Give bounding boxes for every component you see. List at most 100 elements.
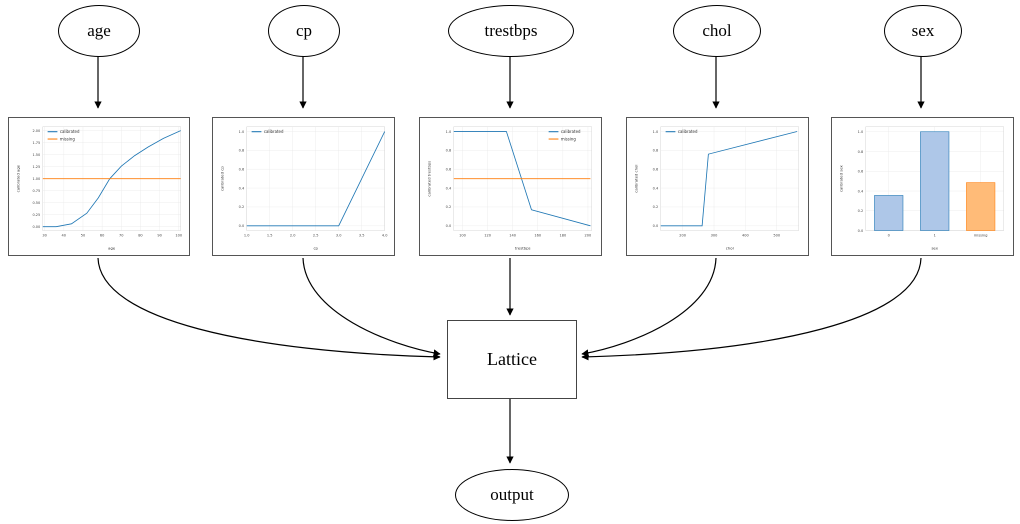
node-chol[interactable]: chol xyxy=(673,5,761,57)
node-trestbps-label: trestbps xyxy=(484,21,538,40)
svg-text:1.75: 1.75 xyxy=(32,141,40,145)
svg-text:200: 200 xyxy=(585,233,592,237)
svg-text:1.25: 1.25 xyxy=(32,165,40,169)
node-lattice[interactable]: Lattice xyxy=(447,320,577,399)
svg-text:70: 70 xyxy=(119,233,123,237)
svg-text:trestbps: trestbps xyxy=(515,246,531,251)
svg-text:1.0: 1.0 xyxy=(653,130,659,134)
legend-calibrated: calibrated xyxy=(264,129,284,134)
svg-text:1.0: 1.0 xyxy=(244,233,250,237)
svg-text:3.5: 3.5 xyxy=(359,233,365,237)
svg-text:calibrated sex: calibrated sex xyxy=(839,165,844,193)
svg-text:30: 30 xyxy=(42,233,46,237)
node-sex[interactable]: sex xyxy=(884,5,962,57)
svg-text:cp: cp xyxy=(313,246,318,251)
legend-calibrated: calibrated xyxy=(60,129,80,134)
bar-0 xyxy=(874,195,904,231)
svg-text:0.8: 0.8 xyxy=(446,149,452,153)
svg-text:4.0: 4.0 xyxy=(382,233,388,237)
chart-cp: 0.0 0.2 0.4 0.6 0.8 1.0 1.0 1.5 2.0 2.5 3.0 3.5 4.0 c… xyxy=(220,126,388,251)
svg-text:0.2: 0.2 xyxy=(446,205,452,209)
svg-text:100: 100 xyxy=(459,233,466,237)
edge-agechart-to-lattice xyxy=(97,257,441,361)
svg-text:1.0: 1.0 xyxy=(858,130,864,134)
svg-text:0.0: 0.0 xyxy=(653,224,659,228)
node-age[interactable]: age xyxy=(58,5,140,57)
svg-text:0: 0 xyxy=(888,233,890,237)
legend-calibrated: calibrated xyxy=(678,129,698,134)
svg-text:0.6: 0.6 xyxy=(446,168,452,172)
legend-missing: missing xyxy=(561,137,577,142)
svg-text:age: age xyxy=(108,246,116,251)
svg-text:0.0: 0.0 xyxy=(446,224,452,228)
svg-text:200: 200 xyxy=(679,233,686,237)
legend-calibrated: calibrated xyxy=(561,129,581,134)
svg-text:60: 60 xyxy=(100,233,104,237)
node-age-label: age xyxy=(87,21,111,40)
svg-text:0.6: 0.6 xyxy=(653,168,659,172)
svg-text:missing: missing xyxy=(974,233,988,237)
svg-text:0.00: 0.00 xyxy=(32,225,40,229)
svg-text:1.0: 1.0 xyxy=(239,130,245,134)
panel-cp: 0.0 0.2 0.4 0.6 0.8 1.0 1.0 1.5 2.0 2.5 3.0 3.5 4.0 c… xyxy=(212,117,395,256)
svg-text:1.50: 1.50 xyxy=(32,153,40,157)
node-trestbps[interactable]: trestbps xyxy=(448,5,574,57)
svg-text:180: 180 xyxy=(559,233,566,237)
svg-text:0.4: 0.4 xyxy=(858,189,864,193)
node-cp-label: cp xyxy=(295,21,313,40)
svg-text:0.8: 0.8 xyxy=(239,149,245,153)
svg-text:0.2: 0.2 xyxy=(239,205,245,209)
svg-text:chol: chol xyxy=(726,246,734,251)
svg-text:1.00: 1.00 xyxy=(32,177,40,181)
lattice-label: Lattice xyxy=(487,349,537,369)
svg-text:1.0: 1.0 xyxy=(446,130,452,134)
node-chol-label: chol xyxy=(702,21,732,40)
bar-1 xyxy=(920,131,950,231)
svg-text:sex: sex xyxy=(931,246,938,251)
svg-text:3.0: 3.0 xyxy=(336,233,342,237)
svg-text:120: 120 xyxy=(484,233,491,237)
svg-text:0.6: 0.6 xyxy=(239,168,245,172)
svg-text:140: 140 xyxy=(509,233,516,237)
svg-text:calibrated trestbps: calibrated trestbps xyxy=(427,161,432,197)
svg-text:300: 300 xyxy=(711,233,718,237)
edge-cholchart-to-lattice xyxy=(581,257,717,357)
svg-text:0.8: 0.8 xyxy=(653,149,659,153)
svg-text:1: 1 xyxy=(934,233,936,237)
svg-text:0.0: 0.0 xyxy=(239,224,245,228)
node-output[interactable]: output xyxy=(455,469,569,521)
edge-cpchart-to-lattice xyxy=(302,257,441,357)
node-output-label: output xyxy=(490,485,534,504)
edge-sexchart-to-lattice xyxy=(581,257,922,361)
svg-text:0.6: 0.6 xyxy=(858,170,864,174)
svg-text:40: 40 xyxy=(62,233,66,237)
svg-text:0.2: 0.2 xyxy=(653,205,659,209)
svg-text:0.0: 0.0 xyxy=(858,229,864,233)
node-sex-label: sex xyxy=(911,21,935,40)
node-cp[interactable]: cp xyxy=(268,5,340,57)
svg-text:0.2: 0.2 xyxy=(858,209,864,213)
bar-missing xyxy=(966,182,996,231)
svg-text:0.25: 0.25 xyxy=(32,213,40,217)
svg-text:2.5: 2.5 xyxy=(313,233,319,237)
svg-text:calibrated chol: calibrated chol xyxy=(634,165,639,193)
svg-text:50: 50 xyxy=(81,233,85,237)
svg-text:calibrated age: calibrated age xyxy=(16,164,21,192)
svg-text:1.5: 1.5 xyxy=(267,233,273,237)
svg-text:0.4: 0.4 xyxy=(653,186,659,190)
svg-text:80: 80 xyxy=(138,233,142,237)
svg-text:90: 90 xyxy=(157,233,161,237)
svg-text:100: 100 xyxy=(175,233,182,237)
svg-text:0.4: 0.4 xyxy=(239,186,245,190)
svg-text:2.0: 2.0 xyxy=(290,233,296,237)
svg-text:2.00: 2.00 xyxy=(32,129,40,133)
